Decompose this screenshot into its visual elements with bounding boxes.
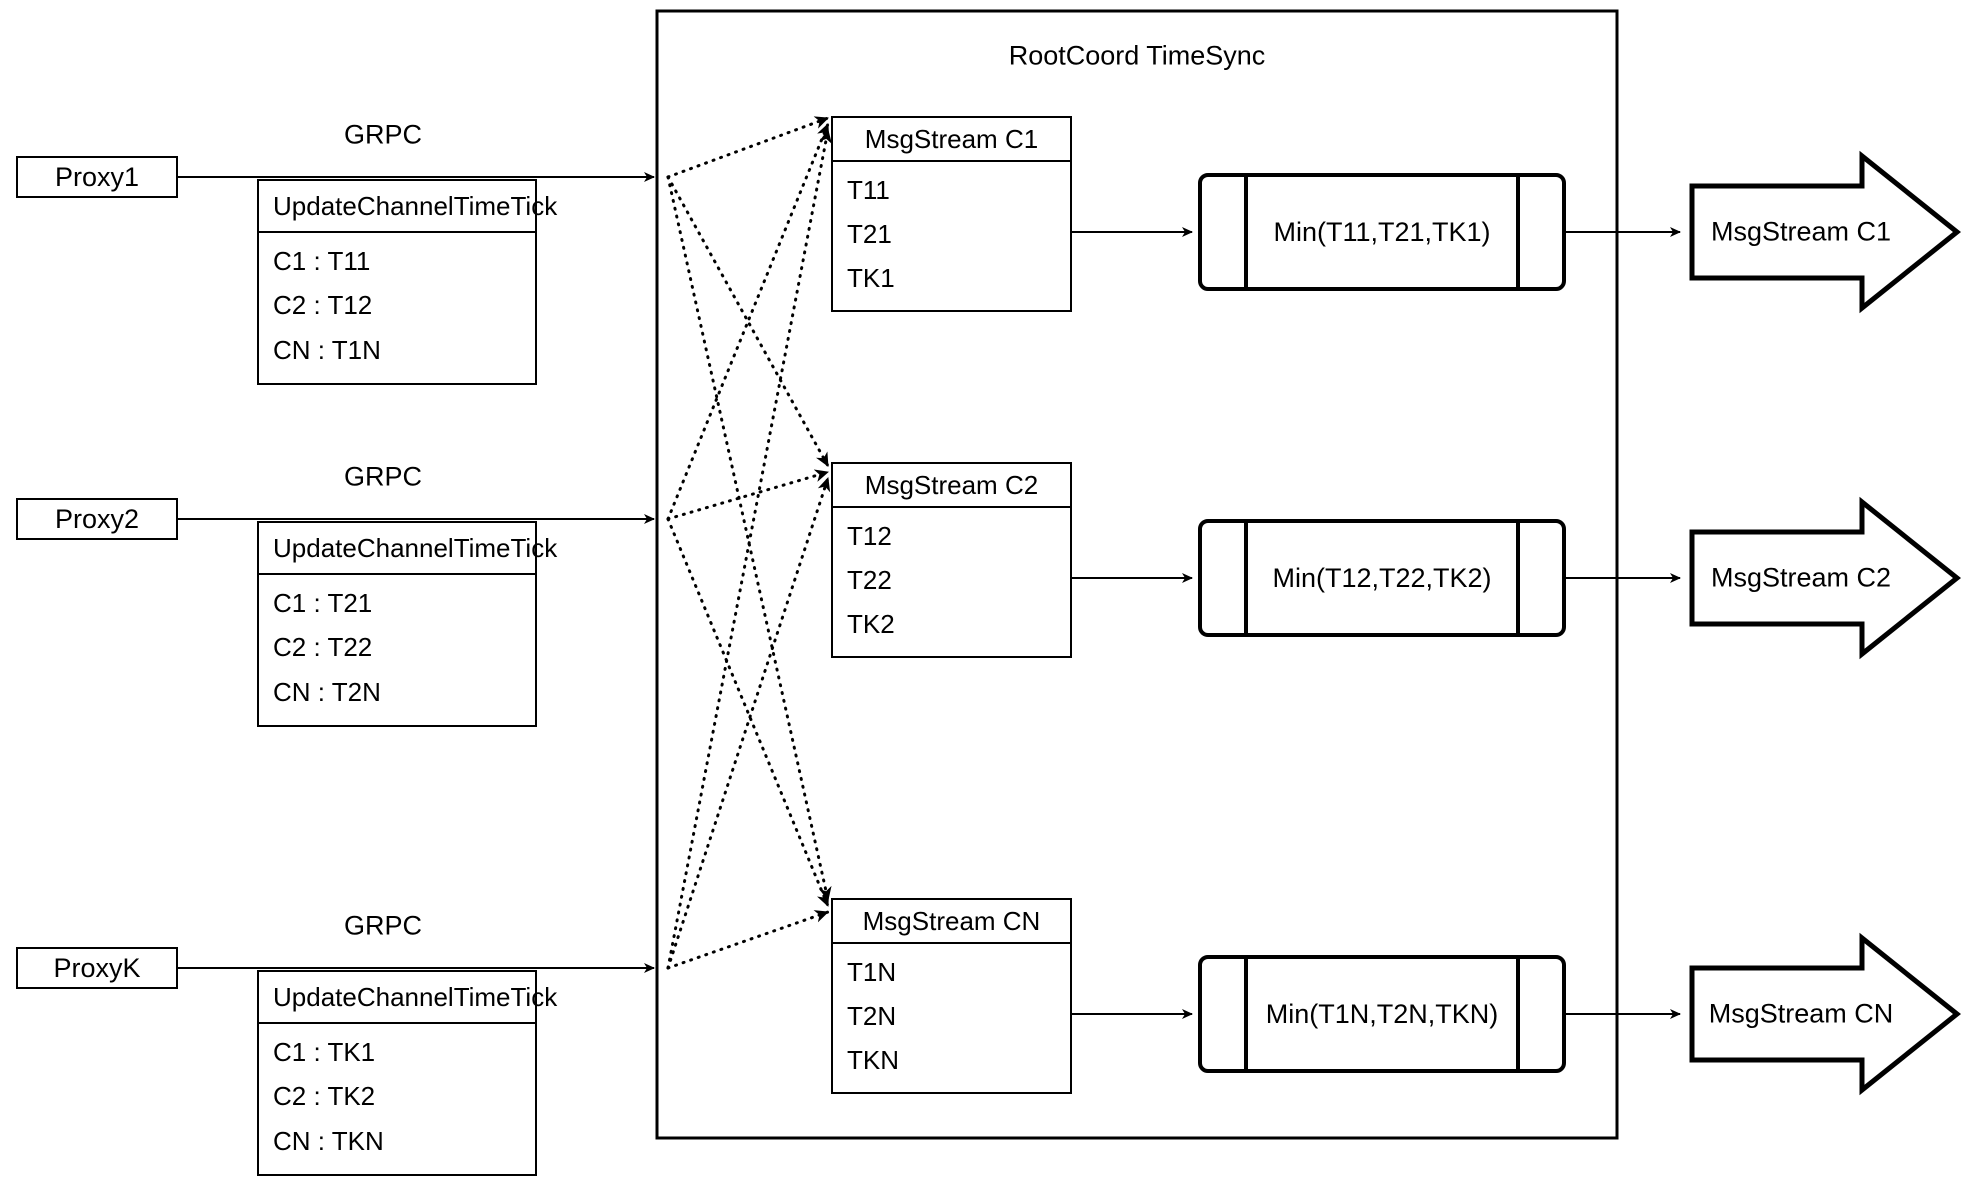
- msgstream-2-tick-3: TK2: [847, 608, 895, 639]
- rpc-table-2-row-2: C2 : T22: [273, 632, 373, 663]
- msgstream-3-tick-1: T1N: [847, 956, 897, 987]
- proxy-label-2: Proxy2: [54, 503, 140, 534]
- output-label-1: MsgStream C1: [1710, 216, 1892, 247]
- msgstream-body-1: T11 T21 TK1: [833, 162, 1070, 310]
- grpc-label-2: GRPC: [343, 461, 423, 492]
- output-label-2: MsgStream C2: [1710, 562, 1892, 593]
- process-bar-left-2: [1244, 519, 1248, 637]
- min-label-3: Min(T1N,T2N,TKN): [1265, 998, 1499, 1029]
- min-process-3: Min(T1N,T2N,TKN): [1198, 955, 1566, 1073]
- rpc-table-3-body: C1 : TK1 C2 : TK2 CN : TKN: [259, 1024, 535, 1174]
- msgstream-3-tick-2: T2N: [847, 1000, 897, 1031]
- rpc-table-3: UpdateChannelTimeTick C1 : TK1 C2 : TK2 …: [257, 970, 557, 1176]
- rpc-table-1: UpdateChannelTimeTick C1 : T11 C2 : T12 …: [257, 179, 557, 385]
- rpc-table-2: UpdateChannelTimeTick C1 : T21 C2 : T22 …: [257, 521, 557, 727]
- msgstream-title-2: MsgStream C2: [833, 464, 1070, 508]
- msgstream-body-2: T12 T22 TK2: [833, 508, 1070, 656]
- min-label-2: Min(T12,T22,TK2): [1272, 562, 1492, 593]
- msgstream-body-3: T1N T2N TKN: [833, 944, 1070, 1092]
- output-label-3: MsgStream CN: [1708, 998, 1894, 1029]
- rpc-table-2-title: UpdateChannelTimeTick: [259, 523, 557, 575]
- rpc-table-3-row-2: C2 : TK2: [273, 1081, 376, 1112]
- proxy-box-1[interactable]: Proxy1: [16, 156, 178, 198]
- min-process-1: Min(T11,T21,TK1): [1198, 173, 1566, 291]
- msgstream-3-tick-3: TKN: [847, 1044, 899, 1075]
- rpc-table-1-title: UpdateChannelTimeTick: [259, 181, 557, 233]
- process-bar-right-1: [1516, 173, 1520, 291]
- rpc-table-2-row-1: C1 : T21: [273, 587, 373, 618]
- msgstream-1-tick-2: T21: [847, 218, 892, 249]
- grpc-label-3: GRPC: [343, 910, 423, 941]
- process-bar-right-2: [1516, 519, 1520, 637]
- msgstream-title-3: MsgStream CN: [833, 900, 1070, 944]
- msgstream-2-tick-2: T22: [847, 564, 892, 595]
- rpc-table-1-row-2: C2 : T12: [273, 290, 373, 321]
- proxy-box-3[interactable]: ProxyK: [16, 947, 178, 989]
- rpc-table-3-row-1: C1 : TK1: [273, 1036, 376, 1067]
- rpc-table-1-row-3: CN : T1N: [273, 335, 381, 366]
- process-bar-right-3: [1516, 955, 1520, 1073]
- proxy-label-3: ProxyK: [53, 952, 141, 983]
- rpc-table-2-body: C1 : T21 C2 : T22 CN : T2N: [259, 575, 535, 725]
- rpc-table-2-row-3: CN : T2N: [273, 677, 381, 708]
- rpc-table-3-row-3: CN : TKN: [273, 1126, 384, 1157]
- proxy-box-2[interactable]: Proxy2: [16, 498, 178, 540]
- container-title: RootCoord TimeSync: [1008, 40, 1266, 71]
- process-bar-left-3: [1244, 955, 1248, 1073]
- rpc-table-1-body: C1 : T11 C2 : T12 CN : T1N: [259, 233, 535, 383]
- msgstream-title-1: MsgStream C1: [833, 118, 1070, 162]
- process-bar-left-1: [1244, 173, 1248, 291]
- msgstream-box-3: MsgStream CN T1N T2N TKN: [831, 898, 1072, 1094]
- msgstream-box-2: MsgStream C2 T12 T22 TK2: [831, 462, 1072, 658]
- msgstream-box-1: MsgStream C1 T11 T21 TK1: [831, 116, 1072, 312]
- proxy-label-1: Proxy1: [54, 161, 140, 192]
- rpc-table-1-row-1: C1 : T11: [273, 245, 371, 276]
- msgstream-2-tick-1: T12: [847, 520, 892, 551]
- msgstream-1-tick-1: T11: [847, 174, 890, 205]
- min-label-1: Min(T11,T21,TK1): [1273, 216, 1491, 247]
- grpc-label-1: GRPC: [343, 119, 423, 150]
- rpc-table-3-title: UpdateChannelTimeTick: [259, 972, 557, 1024]
- min-process-2: Min(T12,T22,TK2): [1198, 519, 1566, 637]
- msgstream-1-tick-3: TK1: [847, 262, 895, 293]
